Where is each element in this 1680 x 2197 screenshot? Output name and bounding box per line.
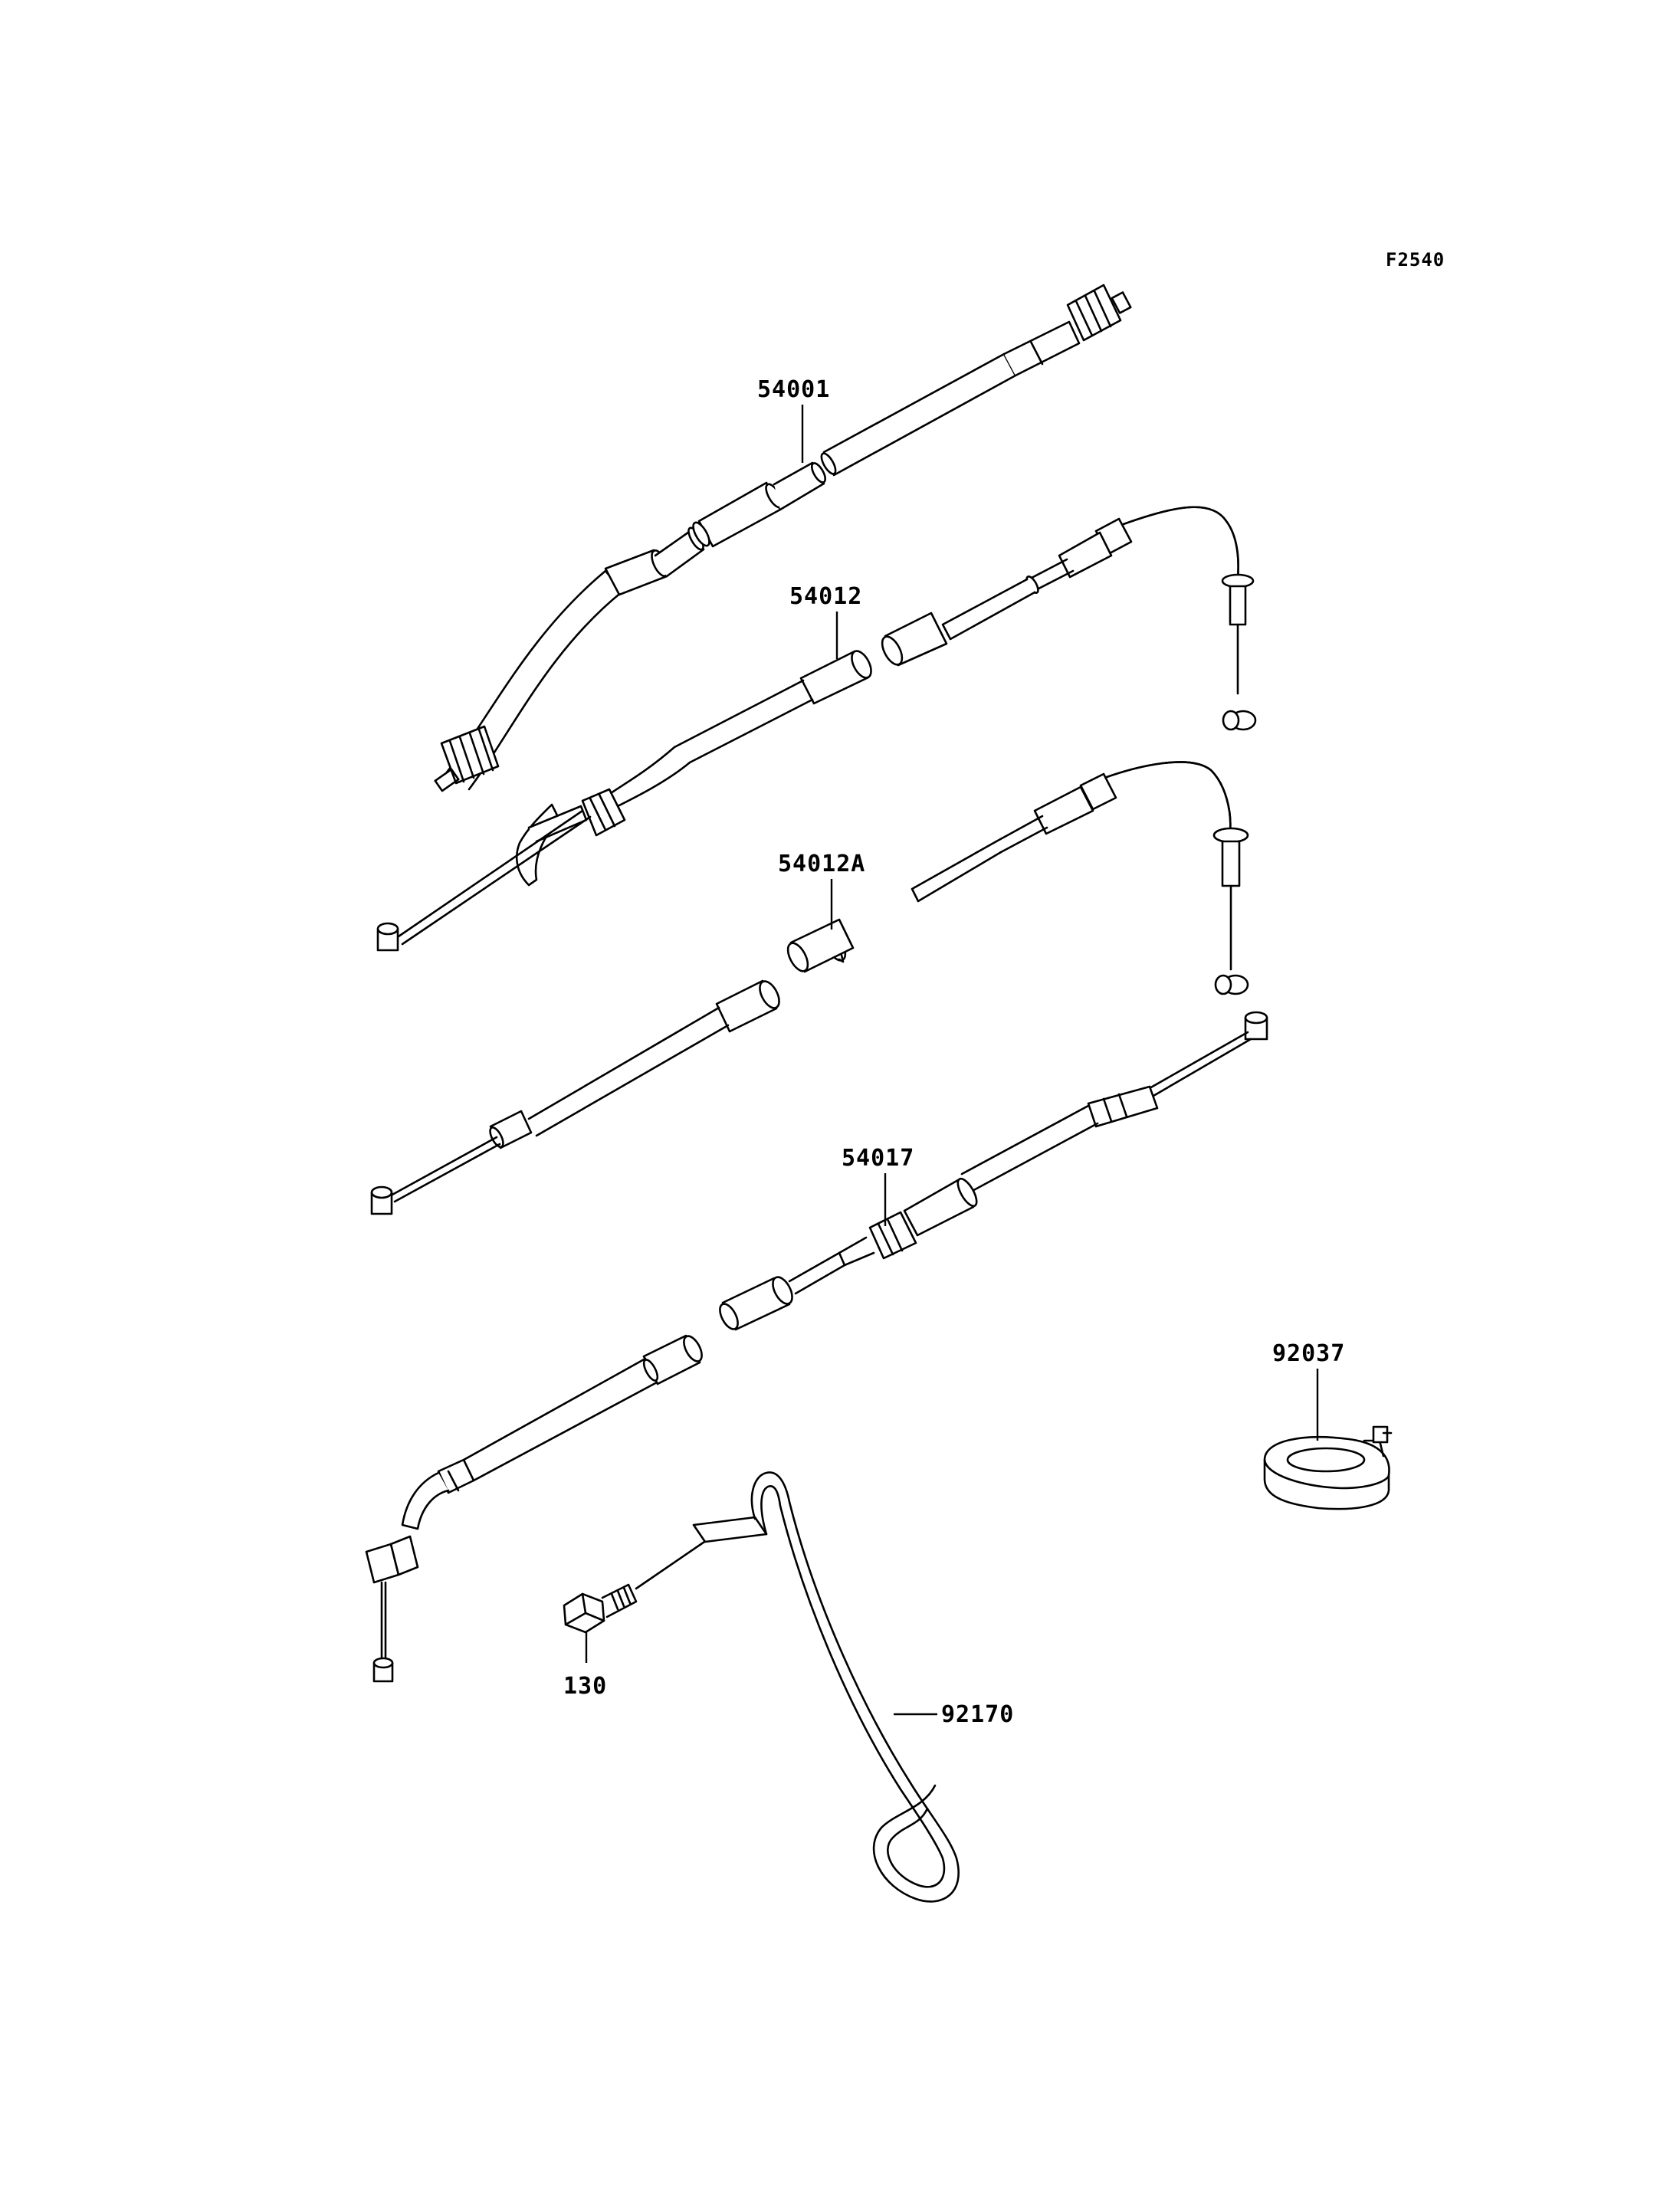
cable-54012[interactable]: [376, 506, 1257, 952]
label-54017[interactable]: 54017: [842, 1145, 914, 1172]
label-54012[interactable]: 54012: [789, 583, 862, 610]
label-130[interactable]: 130: [563, 1673, 607, 1700]
label-54012a[interactable]: 54012A: [778, 851, 865, 877]
figure-code: F2540: [1386, 249, 1445, 271]
cable-54017[interactable]: [365, 1011, 1268, 1683]
bolt-130[interactable]: [563, 1539, 708, 1634]
label-54001[interactable]: 54001: [757, 376, 830, 403]
clamp-92170[interactable]: [692, 1471, 960, 1903]
guide-92037[interactable]: [1263, 1425, 1393, 1510]
label-92170[interactable]: 92170: [941, 1701, 1014, 1728]
label-92037[interactable]: 92037: [1272, 1340, 1345, 1367]
cable-54001[interactable]: [434, 284, 1132, 792]
cable-54012a[interactable]: [370, 761, 1249, 1215]
